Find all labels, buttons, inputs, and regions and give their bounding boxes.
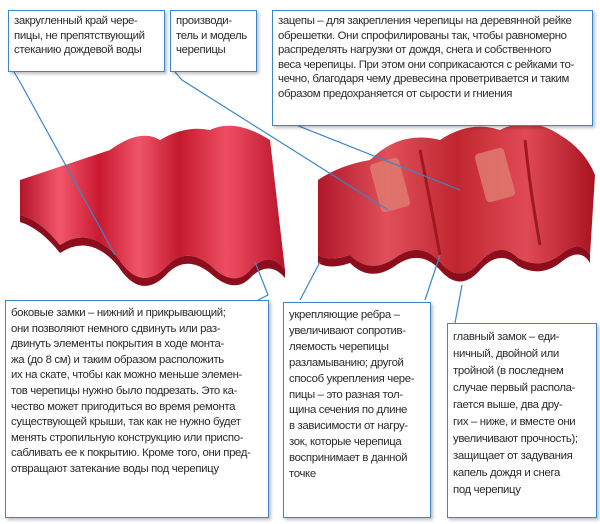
callout-line: чечно, благодаря чему древесина проветри… bbox=[278, 73, 569, 86]
callout-line: их на скате, чтобы как можно меньше элем… bbox=[11, 369, 242, 382]
callout-line: веса черепицы. При этом они соприкасаютс… bbox=[278, 58, 574, 71]
callout-line: сабливать ее к покрытию. Кроме того, они… bbox=[11, 447, 251, 460]
callout-line: гих – ниже, и вместе они bbox=[453, 416, 576, 428]
callout-line: укрепляющие ребра – bbox=[289, 309, 400, 321]
callout-line: зок, которые черепица bbox=[289, 436, 402, 449]
callout-line: отвращают затекание воды под черепицу bbox=[11, 462, 219, 475]
callout-line: жа (до 8 см) и таким образом расположить bbox=[11, 353, 224, 366]
tile-front-view bbox=[20, 125, 285, 286]
callout-line: черепицы bbox=[176, 44, 226, 57]
callout-line: воспринимает в данной bbox=[289, 452, 408, 465]
callout-line: тель и модель bbox=[176, 29, 247, 42]
callout-line: менять стропильную конструкцию или присп… bbox=[11, 431, 244, 444]
callout-line: разламыванию; другой bbox=[289, 356, 404, 369]
callout-hooks: зацепы – для закрепления черепицы на дер… bbox=[272, 10, 593, 126]
callout-line: главный замок – еди- bbox=[453, 331, 560, 343]
callout-line: двинуть элементы покрытия в ходе монта- bbox=[11, 338, 224, 351]
callout-line: ляемость черепицы bbox=[289, 340, 389, 353]
callout-main-lock: главный замок – еди- ничный, двойной или… bbox=[447, 323, 597, 518]
callout-line: закругленный край чере- bbox=[14, 15, 138, 27]
callout-line: щина сечения по длине bbox=[289, 404, 408, 417]
callout-manufacturer: производи- тель и модель черепицы bbox=[170, 10, 257, 72]
callout-line: увеличивают прочность); bbox=[453, 433, 578, 445]
callout-line: способ укрепления чере- bbox=[289, 372, 415, 385]
callout-line: тройной (в последнем bbox=[453, 365, 564, 377]
callout-line: тов черепицы нужно было подрезать. Это к… bbox=[11, 384, 238, 397]
callout-line: боковые замки – нижний и прикрывающий; bbox=[11, 307, 226, 319]
callout-line: обрешетки. Они спрофилированы так, чтобы… bbox=[278, 29, 567, 42]
callout-line: они позволяют немного сдвинуть или раз- bbox=[11, 322, 221, 335]
callout-line: существующей крыши, так как не нужно буд… bbox=[11, 416, 241, 429]
callout-line: ничный, двойной или bbox=[453, 348, 559, 360]
callout-rounded-edge: закругленный край чере- пицы, не препятс… bbox=[8, 10, 165, 72]
callout-line: распределять нагрузки от дождя, снега и … bbox=[278, 44, 552, 57]
callout-line: гается выше, два дру- bbox=[453, 399, 563, 411]
callout-line: стеканию дождевой воды bbox=[14, 44, 142, 57]
callout-line: под черепицу bbox=[453, 484, 521, 496]
callout-line: капель дождя и снега bbox=[453, 467, 560, 479]
callout-line: увеличивают сопротив- bbox=[289, 324, 406, 337]
callout-line: чество может пригодиться во время ремонт… bbox=[11, 400, 236, 413]
callout-line: образом предохраняется от сырости и гние… bbox=[278, 87, 513, 100]
callout-line: случае первый распола- bbox=[453, 382, 576, 394]
callout-line: зацепы – для закрепления черепицы на дер… bbox=[278, 15, 572, 27]
callout-line: пицы – это разная тол- bbox=[289, 388, 403, 401]
tile-back-view bbox=[318, 123, 595, 282]
callout-line: пицы, не препятствующий bbox=[14, 29, 145, 42]
callout-line: производи- bbox=[176, 15, 232, 27]
callout-line: в зависимости от нагру- bbox=[289, 420, 408, 433]
callout-ribs: укрепляющие ребра – увеличивают сопротив… bbox=[283, 302, 431, 518]
callout-side-locks: боковые замки – нижний и прикрывающий; о… bbox=[5, 300, 269, 518]
callout-line: защищает от задувания bbox=[453, 450, 573, 462]
callout-line: точке bbox=[289, 468, 316, 481]
